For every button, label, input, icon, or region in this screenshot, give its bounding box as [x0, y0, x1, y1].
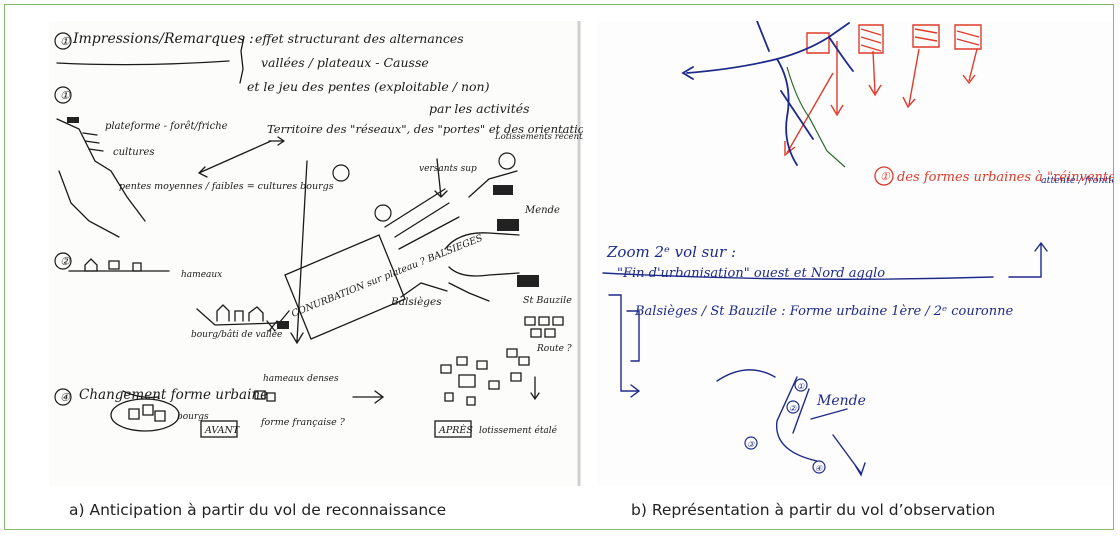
note-stbauzile: St Bauzile — [523, 295, 572, 306]
heading-impressions: Impressions/Remarques : — [72, 31, 254, 47]
note-cultures: cultures — [113, 147, 155, 158]
effect-line-2: vallées / plateaux - Causse — [261, 55, 429, 70]
note-hameaux: hameaux — [181, 270, 222, 280]
caption-panel-b: b) Représentation à partir du vol d’obse… — [631, 501, 996, 519]
note-territoire: Territoire des "réseaux", des "portes" e… — [267, 122, 583, 136]
number-formes: ① — [880, 170, 891, 183]
note-balsieges-b: Balsièges / St Bauzile : Forme urbaine 1… — [634, 304, 1013, 319]
number-1b: ① — [60, 89, 71, 102]
note-fin: "Fin d'urbanisation" ouest et Nord agglo — [617, 266, 885, 281]
note-mende: Mende — [524, 205, 560, 216]
note-versants: versants sup — [419, 164, 477, 174]
number-4: ④ — [60, 391, 71, 404]
note-avant: AVANT — [204, 425, 240, 436]
note-hameaux-denses: hameaux denses — [263, 374, 339, 384]
note-attente: attente / frontière plateau — [1041, 175, 1113, 186]
note-plateau: plateforme - forêt/friche — [105, 121, 228, 132]
sketch-b-drawing: ① des formes urbaines à "réinventer" — [602, 21, 1113, 477]
sketch-panel-a: ① Impressions/Remarques : effet structur… — [49, 21, 583, 486]
mende-num-3: ③ — [747, 440, 755, 449]
note-mende-b: Mende — [816, 393, 866, 409]
mende-num-2: ② — [789, 404, 797, 413]
sketch-panel-b: ① des formes urbaines à "réinventer" — [597, 21, 1113, 486]
note-lotissements: Lotissements récents — [494, 131, 583, 142]
note-zoom: Zoom 2ᵉ vol sur : — [606, 243, 736, 261]
number-2: ② — [60, 255, 71, 268]
note-route: Route ? — [536, 344, 572, 354]
note-pentes: pentes moyennes / faibles = cultures bou… — [119, 181, 334, 192]
effect-line-3: et le jeu des pentes (exploitable / non) — [247, 79, 490, 94]
effect-line-4: par les activités — [429, 101, 530, 116]
note-changement: Changement forme urbaine — [79, 387, 268, 403]
figure-frame: ① Impressions/Remarques : effet structur… — [4, 4, 1114, 530]
note-bourg: bourg/bâti de vallée — [191, 329, 282, 340]
sketch-a-drawing: ① Impressions/Remarques : effet structur… — [54, 21, 583, 486]
mende-num-1: ① — [797, 382, 805, 391]
caption-panel-a: a) Anticipation à partir du vol de recon… — [69, 501, 447, 519]
note-forme: forme française ? — [260, 417, 346, 428]
note-apres: APRÈS — [438, 424, 473, 436]
note-lotissement: lotissement étalé — [479, 425, 558, 436]
note-balsieges: Balsièges — [390, 296, 442, 308]
effect-line-1: effet structurant des alternances — [255, 31, 464, 46]
number-1: ① — [60, 35, 71, 48]
note-formes: des formes urbaines à "réinventer" — [897, 170, 1113, 185]
note-bourgs: bourgs — [177, 412, 209, 422]
mende-num-4: ④ — [815, 464, 823, 473]
